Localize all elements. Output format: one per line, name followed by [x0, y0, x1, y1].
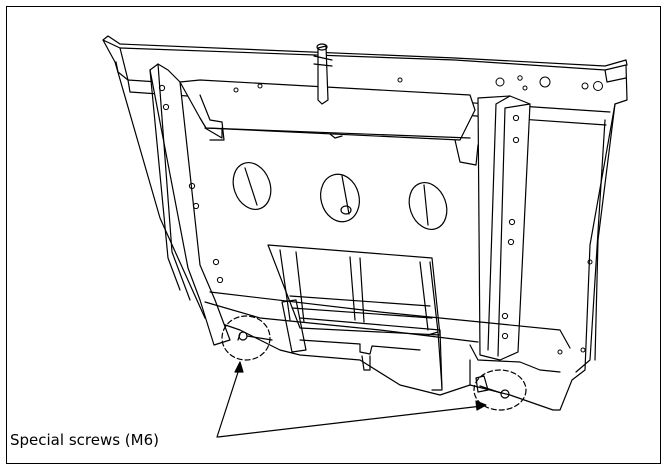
screw-highlight-circles	[221, 315, 527, 411]
special-screw-left	[237, 331, 273, 341]
cable-holes	[232, 162, 448, 230]
left-rail	[149, 63, 231, 346]
mounting-holes	[158, 75, 603, 355]
bottom-flange	[204, 291, 571, 386]
upper-crossbar	[179, 79, 479, 166]
lower-frame	[267, 244, 443, 391]
callout-leaders	[216, 361, 487, 438]
right-rail	[477, 95, 531, 361]
callout-label: Special screws (M6)	[10, 431, 159, 449]
center-handle	[313, 43, 333, 105]
